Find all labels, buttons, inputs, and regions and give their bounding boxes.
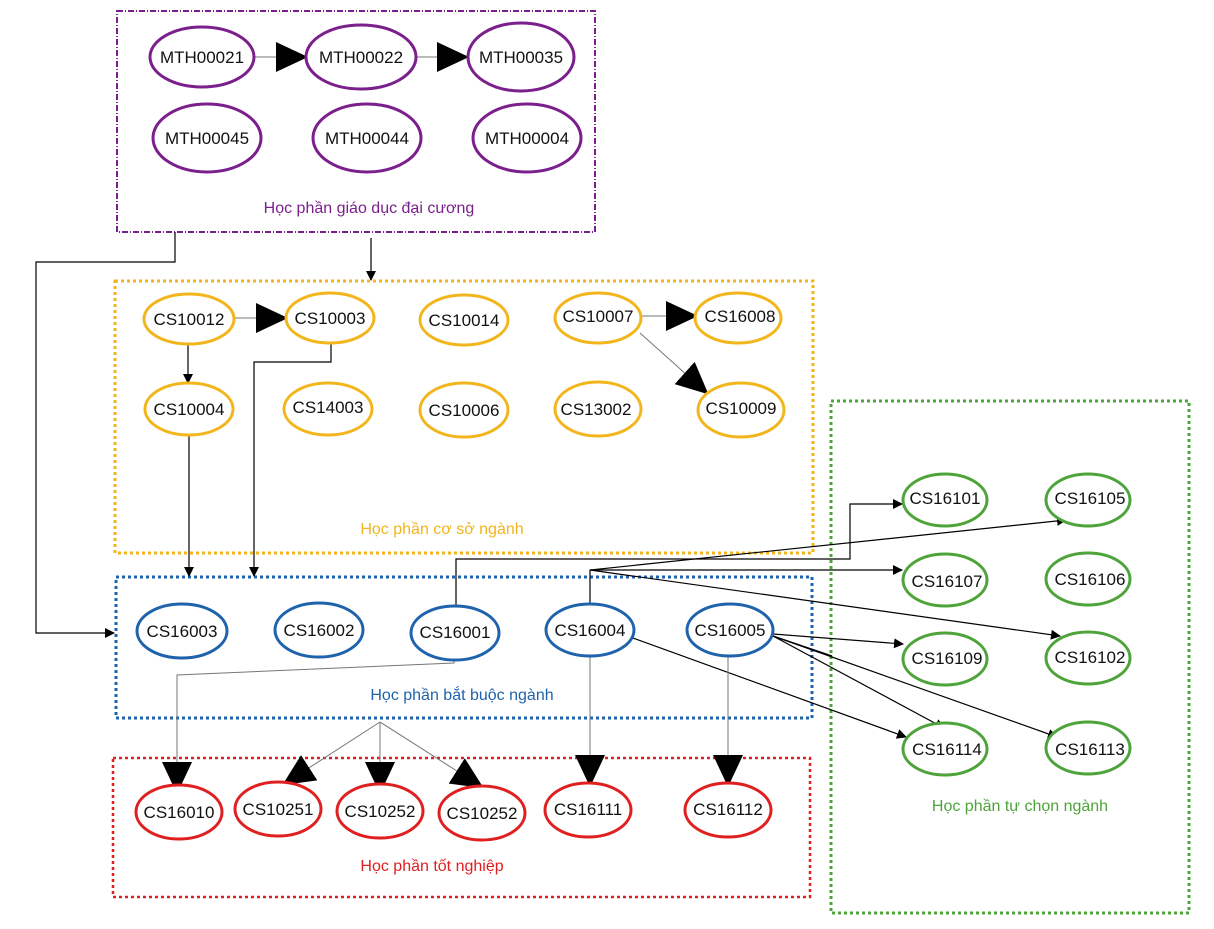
edge-cs10003-required (249, 337, 332, 577)
node-label: CS16101 (910, 489, 981, 508)
node-label: CS10007 (563, 307, 634, 326)
node-cs13002[interactable]: CS13002 (553, 380, 643, 438)
node-cs16102[interactable]: CS16102 (1044, 630, 1132, 686)
node-cs16005[interactable]: CS16005 (685, 602, 775, 658)
node-label: CS16001 (420, 623, 491, 642)
node-cs16114[interactable]: CS16114 (901, 721, 989, 777)
node-label: CS10003 (295, 309, 366, 328)
node-cs10251[interactable]: CS10251 (233, 780, 323, 838)
edge-cs10007-cs10009 (639, 332, 709, 395)
node-cs16101[interactable]: CS16101 (901, 472, 989, 528)
node-cs10012[interactable]: CS10012 (142, 292, 236, 346)
node-label: CS10006 (429, 401, 500, 420)
nodes: MTH00021 MTH00022 MTH00035 MTH00045 MTH0… (134, 21, 1132, 842)
node-mth00045[interactable]: MTH00045 (151, 102, 263, 174)
node-cs16106[interactable]: CS16106 (1044, 551, 1132, 607)
node-cs16010[interactable]: CS16010 (134, 783, 224, 841)
node-cs10009[interactable]: CS10009 (696, 381, 786, 439)
node-label: MTH00022 (319, 48, 403, 67)
node-label: CS16002 (284, 621, 355, 640)
node-mth00044[interactable]: MTH00044 (311, 102, 423, 174)
node-label: CS10251 (243, 800, 314, 819)
node-label: CS10012 (154, 310, 225, 329)
node-label: CS16005 (695, 621, 766, 640)
node-cs16003[interactable]: CS16003 (135, 602, 229, 660)
node-label: CS10014 (429, 311, 500, 330)
node-cs10004[interactable]: CS10004 (143, 381, 235, 437)
node-label: CS16114 (912, 740, 982, 759)
node-label: CS10252 (447, 804, 518, 823)
node-label: MTH00045 (165, 129, 249, 148)
node-cs10007[interactable]: CS10007 (553, 291, 643, 345)
node-label: CS16105 (1055, 489, 1126, 508)
group-label-general: Học phần giáo dục đại cương (264, 200, 475, 217)
node-label: CS13002 (561, 400, 632, 419)
edge-cs16005-cs16109 (772, 633, 904, 649)
node-label: CS10004 (154, 400, 225, 419)
group-label-elective: Học phần tự chọn ngành (932, 798, 1108, 815)
group-frame-general (116, 10, 596, 233)
edge-cs16004-cs16114 (632, 637, 907, 739)
node-label: CS16111 (554, 800, 622, 819)
edge-cs16001-cs16101 (455, 499, 903, 608)
node-label: CS10252 (345, 802, 416, 821)
edge-cs16005-extra (772, 635, 833, 657)
node-cs10252-a[interactable]: CS10252 (335, 782, 425, 840)
group-frame-foundation (113, 279, 815, 555)
node-cs16107[interactable]: CS16107 (901, 552, 989, 608)
node-cs16004[interactable]: CS16004 (544, 602, 636, 658)
node-label: CS16102 (1055, 648, 1126, 667)
edge-general-required (35, 232, 176, 638)
node-cs16112[interactable]: CS16112 (683, 781, 773, 839)
edge-cs16001-cs16010 (162, 660, 455, 794)
node-cs10006[interactable]: CS10006 (418, 381, 510, 439)
node-label: CS14003 (293, 398, 364, 417)
node-cs10003[interactable]: CS10003 (284, 291, 376, 345)
node-label: CS16112 (693, 800, 763, 819)
node-label: MTH00044 (325, 129, 409, 148)
edges (35, 42, 1067, 794)
node-cs16002[interactable]: CS16002 (273, 601, 365, 659)
group-frame-elective (829, 399, 1191, 915)
node-label: CS16109 (912, 649, 983, 668)
node-label: MTH00004 (485, 129, 569, 148)
node-cs16008[interactable]: CS16008 (693, 291, 783, 345)
group-label-required: Học phần bắt buộc ngành (370, 685, 553, 704)
node-label: CS16003 (147, 622, 218, 641)
group-label-graduation: Học phần tốt nghiệp (360, 858, 503, 875)
group-frame-graduation (111, 756, 812, 899)
node-cs10252-b[interactable]: CS10252 (437, 784, 527, 842)
node-label: CS16106 (1055, 570, 1126, 589)
node-label: CS16107 (912, 572, 983, 591)
edge-cs16005-cs16113 (772, 635, 1058, 739)
node-cs14003[interactable]: CS14003 (282, 381, 374, 437)
node-mth00022[interactable]: MTH00022 (304, 23, 418, 91)
node-label: CS16113 (1055, 740, 1125, 759)
node-mth00004[interactable]: MTH00004 (471, 102, 583, 174)
group-label-foundation: Học phần cơ sở ngành (360, 521, 523, 538)
group-frame-required (114, 575, 814, 720)
edge-required-cs10252b (379, 721, 484, 789)
edge-cs16004-cs16102 (589, 569, 1061, 640)
node-cs16111[interactable]: CS16111 (543, 781, 633, 839)
node-label: CS10009 (706, 399, 777, 418)
node-cs16105[interactable]: CS16105 (1044, 472, 1132, 528)
node-cs16001[interactable]: CS16001 (409, 604, 501, 662)
edge-cs16004-cs16105 (589, 515, 1067, 605)
node-label: CS16004 (555, 621, 626, 640)
node-cs10014[interactable]: CS10014 (418, 293, 510, 347)
node-mth00021[interactable]: MTH00021 (148, 25, 256, 89)
node-label: CS16008 (705, 307, 776, 326)
edge-cs16005-cs16114 (772, 635, 945, 729)
node-label: MTH00035 (479, 48, 563, 67)
edge-required-cs10251 (282, 721, 381, 786)
node-label: MTH00021 (160, 48, 244, 67)
node-mth00035[interactable]: MTH00035 (466, 21, 576, 93)
node-label: CS16010 (144, 803, 215, 822)
node-cs16113[interactable]: CS16113 (1044, 720, 1132, 776)
node-cs16109[interactable]: CS16109 (901, 631, 989, 687)
